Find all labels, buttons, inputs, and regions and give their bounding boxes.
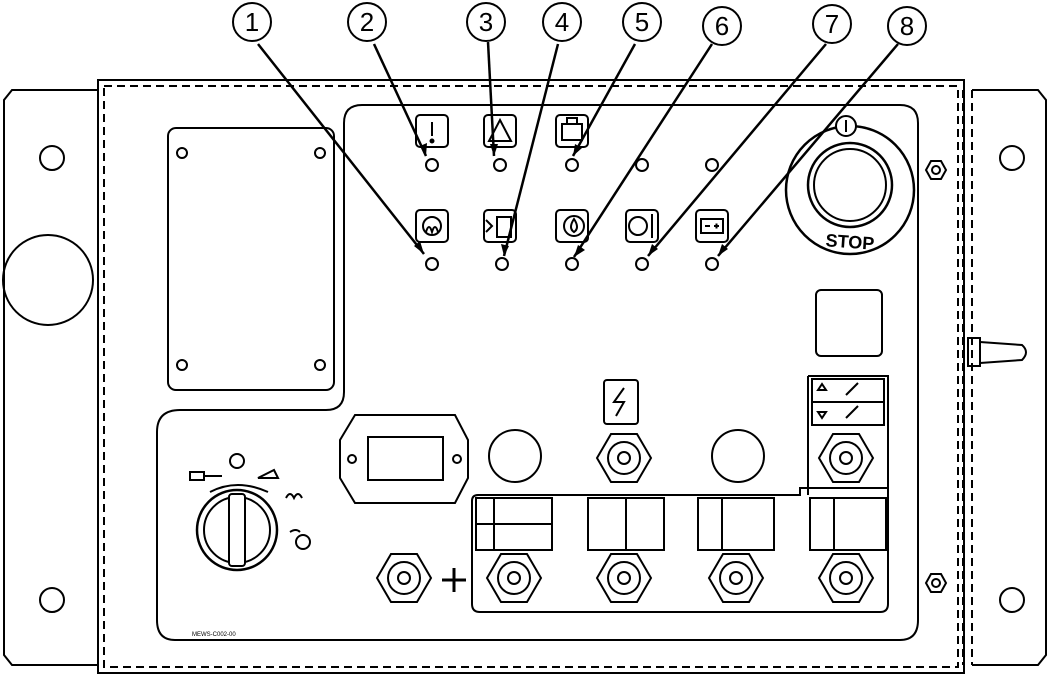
indicator-lamp-warning [425, 158, 439, 172]
side-toggle-switch[interactable] [967, 337, 981, 367]
oil-pressure-icon [555, 209, 589, 243]
toggle-switch-boom-lift[interactable] [817, 433, 875, 483]
callout-7 [812, 4, 852, 44]
boom-lift-up-icon [816, 382, 859, 396]
battery-icon [695, 209, 729, 243]
callout-label-6: 6 [715, 11, 729, 41]
enclosure-inner [103, 85, 959, 668]
indicator-lamp-glow-plug [425, 257, 439, 271]
stop-label: STOP [825, 230, 875, 253]
callout-1 [232, 2, 272, 42]
glow-plug-icon [415, 209, 449, 243]
toggle-switch-generator[interactable] [595, 433, 653, 483]
callout-label-5: 5 [635, 7, 649, 37]
callout-label-8: 8 [900, 11, 914, 41]
key-switch[interactable] [195, 484, 279, 572]
indicator-lamp-spare-2 [705, 158, 719, 172]
right-mounting-bracket [972, 89, 1047, 666]
callout-label-1: 1 [245, 7, 259, 37]
callout-label-2: 2 [360, 7, 374, 37]
indicator-lamp-coolant [635, 257, 649, 271]
key-position-icons [189, 453, 311, 550]
jib-rotate-label [587, 497, 665, 551]
blank-plug-left [488, 429, 542, 483]
toggle-switch-enable[interactable] [375, 553, 433, 603]
callout-label-4: 4 [555, 7, 569, 37]
indicator-lamp-spare-1 [635, 158, 649, 172]
enclosure-outer [97, 79, 965, 674]
indicator-lamp-tilt [493, 158, 507, 172]
left-round-plug [2, 234, 94, 326]
generator-icon [603, 379, 639, 425]
indicator-lamp-overload [565, 158, 579, 172]
cover-plate [167, 127, 335, 391]
callout-4 [542, 2, 582, 42]
callout-label-3: 3 [479, 7, 493, 37]
toggle-switch-jib-rotate[interactable] [595, 553, 653, 603]
boom-extend-retract-label [475, 497, 553, 551]
toggle-switch-boom-extend[interactable] [485, 553, 543, 603]
callout-5 [622, 2, 662, 42]
blank-plate [815, 289, 883, 357]
indicator-lamp-battery [705, 257, 719, 271]
overload-icon [555, 114, 589, 148]
blank-plug-right [711, 429, 765, 483]
boom-lift-down-icon [816, 405, 859, 420]
callout-8 [887, 6, 927, 46]
part-code: MEWS-C002-00 [192, 632, 236, 638]
callout-2 [347, 2, 387, 42]
toggle-switch-primary-boom[interactable] [817, 553, 875, 603]
indicator-lamp-oil-pressure [565, 257, 579, 271]
tilt-alarm-icon [483, 114, 517, 148]
callout-6 [702, 6, 742, 46]
jib-lift-label [697, 497, 775, 551]
indicator-lamp-fuel [495, 257, 509, 271]
left-mounting-bracket [3, 89, 98, 666]
primary-boom-label [809, 497, 887, 551]
power-icon [835, 115, 857, 137]
plus-sign-icon [442, 568, 466, 592]
callout-label-7: 7 [825, 9, 839, 39]
hour-meter [339, 414, 469, 504]
warning-icon [415, 114, 449, 148]
coolant-temp-icon [625, 209, 659, 243]
callout-3 [466, 2, 506, 42]
toggle-switch-jib-lift[interactable] [707, 553, 765, 603]
faceplate [156, 104, 919, 641]
